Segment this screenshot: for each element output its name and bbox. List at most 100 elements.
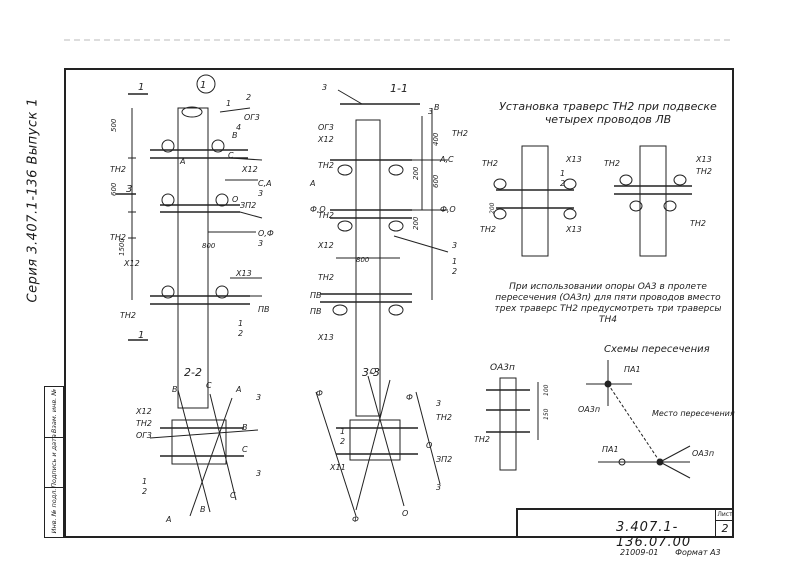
callout: 2 xyxy=(238,329,243,338)
callout: 3 xyxy=(436,483,441,492)
drawing-title: Установка траверс ТН2 при подвеске четыр… xyxy=(488,100,728,126)
dim-value: 600 xyxy=(432,174,440,188)
dim-value: 100 xyxy=(543,384,550,396)
part-label: ТН2 xyxy=(482,159,498,168)
left-stamp: Инв. № подл. Подпись и дата Взам. инв. № xyxy=(44,386,64,538)
callout: 3 xyxy=(256,393,261,402)
scheme-link xyxy=(607,383,661,463)
part-label: ЗП2 xyxy=(240,201,256,210)
insulator xyxy=(663,200,677,212)
view1-marker xyxy=(196,74,216,94)
dim-value: 1500 xyxy=(118,238,126,256)
insulator xyxy=(215,285,229,299)
phase-label: В xyxy=(232,131,238,140)
scheme-oa3p-left: ОА3п xyxy=(578,405,600,414)
view-1-1 xyxy=(320,89,449,417)
dim-value: 500 xyxy=(110,118,118,132)
schemes-title: Схемы пересечения xyxy=(604,344,710,355)
callout: 4 xyxy=(236,123,241,132)
leader xyxy=(337,89,363,105)
phase-label: Ф,О xyxy=(440,205,456,214)
insulator xyxy=(388,164,404,176)
callout: 3 xyxy=(322,83,327,92)
leader xyxy=(393,235,449,253)
callout: 2 xyxy=(142,487,147,496)
scheme-pa1-bottom: ПА1 xyxy=(602,445,619,454)
wire-line xyxy=(209,393,237,501)
insulator xyxy=(337,164,353,176)
part-label: Х13 xyxy=(565,155,582,164)
view-label-1: 1 xyxy=(200,80,206,91)
drawing-title-line2: четырех проводов ЛВ xyxy=(544,113,672,126)
dim-value: 200 xyxy=(412,216,420,230)
insulator xyxy=(563,178,577,190)
stamp-divider xyxy=(45,437,63,438)
phase-label: Ф xyxy=(406,393,413,402)
callout: 1 xyxy=(142,477,147,486)
insulator xyxy=(215,193,229,207)
part-label: Х13 xyxy=(565,225,582,234)
drawing-code: 3.407.1-136.07.00 xyxy=(616,520,692,550)
wire-line xyxy=(315,391,357,517)
pole-oa3p xyxy=(499,377,517,471)
callout: 3 xyxy=(452,241,457,250)
insulator xyxy=(563,208,577,220)
phase-label: А,С xyxy=(439,155,454,164)
callout: 2 xyxy=(246,93,251,102)
part-label: ТН2 xyxy=(690,219,706,228)
insulator xyxy=(493,208,507,220)
part-label: ОГ3 xyxy=(244,113,260,122)
callout: 1 xyxy=(560,169,565,178)
part-label: ТН2 xyxy=(318,273,334,282)
part-label: ПВ xyxy=(310,307,322,316)
part-label: Х12 xyxy=(241,165,258,174)
phase-label: О,Ф xyxy=(258,229,274,238)
part-label: ТН2 xyxy=(604,159,620,168)
dim-value: 800 xyxy=(356,256,370,264)
part-label: ТН2 xyxy=(120,311,136,320)
part-label: ТН2 xyxy=(436,413,452,422)
scheme-cross-place: Место пересечения xyxy=(652,409,735,418)
view-label-3-3: 3-3 xyxy=(362,366,380,379)
insulator xyxy=(211,139,225,153)
phase-label: С xyxy=(228,151,234,160)
view-th2-install xyxy=(493,145,692,257)
scheme-oa3p-bottom: ОА3п xyxy=(692,449,714,458)
part-label: ЗП2 xyxy=(436,455,452,464)
phase-label: С xyxy=(230,491,236,500)
callout: 1 xyxy=(340,427,345,436)
wire-line xyxy=(177,389,211,513)
part-label: ТН2 xyxy=(452,129,468,138)
leader xyxy=(229,157,263,161)
drawing-note: При использовании опоры ОА3 в пролете пе… xyxy=(494,282,722,325)
part-label: Х12 xyxy=(317,135,334,144)
callout: 1 xyxy=(138,330,144,341)
phase-label: С,А xyxy=(258,179,272,188)
part-label: Х12 xyxy=(123,259,140,268)
callout: 1 xyxy=(226,99,231,108)
wire-line xyxy=(149,429,259,439)
phase-label: О xyxy=(426,441,432,450)
phase-label: В xyxy=(434,103,440,112)
drawing-title-line1: Установка траверс ТН2 при подвеске xyxy=(499,100,717,113)
part-label: Х13 xyxy=(695,155,712,164)
dim-value: 200 xyxy=(489,202,496,214)
pole-sketch-a xyxy=(521,145,549,257)
scheme-node xyxy=(618,458,626,466)
callout: 3 xyxy=(126,184,132,195)
phase-label: Ф,О xyxy=(310,205,326,214)
phase-label: А xyxy=(165,515,171,524)
part-label: Х12 xyxy=(135,407,152,416)
insulator xyxy=(161,285,175,299)
part-label: ТН2 xyxy=(480,225,496,234)
part-label: ТН2 xyxy=(110,165,126,174)
part-label: ОГ3 xyxy=(136,431,152,440)
phase-label: А xyxy=(235,385,241,394)
callout: 2 xyxy=(560,179,565,188)
callout: 2 xyxy=(452,267,457,276)
insulator xyxy=(629,200,643,212)
phase-label: Ф xyxy=(352,515,359,524)
part-label: ТН2 xyxy=(696,167,712,176)
